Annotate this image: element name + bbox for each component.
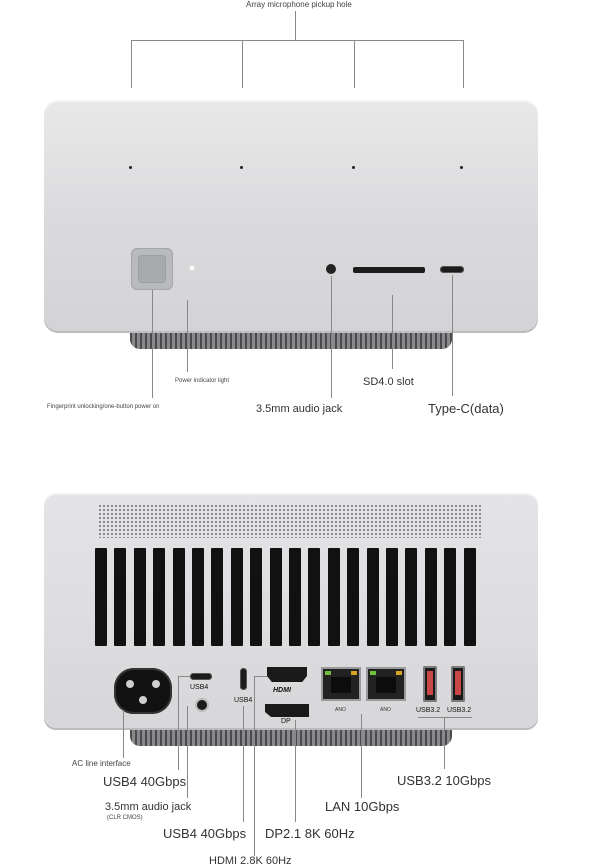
power-indicator-label: Power indicator light <box>175 378 230 384</box>
ac-label: AC line interface <box>72 759 131 768</box>
usb4-40-top-label: USB4 40Gbps <box>103 774 187 789</box>
mic-bracket-leg-1 <box>131 40 132 88</box>
rear-audio-callout-line <box>187 706 188 798</box>
dp-label: DP2.1 8K 60Hz <box>265 826 355 841</box>
vent-slat <box>250 548 263 646</box>
mic-bracket-leg-3 <box>354 40 355 88</box>
usb4-marking-b: USB4 <box>234 697 253 704</box>
usb4-port-b[interactable] <box>240 668 247 690</box>
vent-slat <box>192 548 204 646</box>
usb32-port-b[interactable] <box>451 666 465 702</box>
hdmi-port[interactable] <box>267 667 307 682</box>
usb32-label: USB3.2 10Gbps <box>397 773 491 788</box>
fingerprint-callout-line <box>152 290 153 398</box>
mic-pickup-label: Array microphone pickup hole <box>246 0 352 9</box>
vent-slat <box>269 548 282 646</box>
usb32-callout-line <box>444 717 445 769</box>
top-vent-mesh <box>98 504 482 538</box>
lan-port-b[interactable] <box>366 667 406 701</box>
mic-bracket-leg-2 <box>242 40 243 88</box>
dp-callout-line <box>295 720 296 822</box>
vent-slat <box>327 548 340 646</box>
lan-callout-line <box>361 714 362 798</box>
hdmi-label: HDMI 2.8K 60Hz <box>209 855 292 867</box>
usb4-bottom-callout-line <box>243 706 244 822</box>
usb4-top-callout-h <box>178 676 190 677</box>
power-led-callout-line <box>187 300 188 372</box>
back-device-foot <box>130 730 452 746</box>
power-indicator-led-icon <box>190 266 194 270</box>
vent-slat <box>424 548 437 646</box>
vent-slat <box>133 548 146 646</box>
mic-bracket-leg-4 <box>463 40 464 88</box>
usb4-top-callout-v <box>178 676 179 770</box>
front-audio-jack[interactable] <box>326 264 336 274</box>
ac-callout-line <box>123 710 124 758</box>
fingerprint-power-button[interactable] <box>131 248 173 290</box>
usb32-callout-bracket <box>418 717 472 718</box>
vent-slat <box>405 548 418 646</box>
type-c-callout-line <box>452 275 453 396</box>
vent-slat <box>172 548 185 646</box>
mic-hole-icon <box>240 166 243 169</box>
vent-slat <box>347 548 360 646</box>
vent-slat <box>153 548 166 646</box>
lan-label: LAN 10Gbps <box>325 799 400 814</box>
sd-slot-label: SD4.0 slot <box>363 376 414 388</box>
vent-slat <box>386 548 398 646</box>
usb32-marking-b: USB3.2 <box>447 707 472 714</box>
vent-slat <box>463 548 476 646</box>
front-audio-jack-label: 3.5mm audio jack <box>256 403 343 415</box>
audio-jack-callout-line <box>331 276 332 398</box>
rear-audio-label: 3.5mm audio jack <box>105 801 192 813</box>
front-device-body <box>44 100 538 333</box>
ac-power-inlet[interactable] <box>114 668 172 714</box>
mic-bracket-bar <box>131 40 464 41</box>
vent-slat <box>95 548 107 646</box>
usb4-40-bottom-label: USB4 40Gbps <box>163 826 247 841</box>
lan-marking-b: ANO <box>380 707 391 713</box>
mic-hole-icon <box>129 166 132 169</box>
dp-marking: DP <box>281 718 291 725</box>
rear-audio-jack[interactable] <box>197 700 207 710</box>
mic-hole-icon <box>352 166 355 169</box>
vent-slat <box>211 548 224 646</box>
vent-slat <box>289 548 301 646</box>
vent-slat <box>114 548 127 646</box>
usb4-port-a[interactable] <box>190 673 212 680</box>
vent-slat <box>366 548 379 646</box>
lan-marking-a: ANO <box>335 707 346 713</box>
usb32-port-a[interactable] <box>423 666 437 702</box>
type-c-label: Type-C(data) <box>428 401 504 416</box>
front-type-c-port[interactable] <box>440 266 464 273</box>
ac-pin-icon <box>126 680 134 688</box>
mic-bracket-stem <box>295 11 296 40</box>
sd-slot-callout-line <box>392 295 393 369</box>
mic-hole-icon <box>460 166 463 169</box>
ac-pin-icon <box>152 680 160 688</box>
usb4-marking-a: USB4 <box>190 684 209 691</box>
hdmi-callout-v <box>254 676 255 856</box>
usb32-marking-a: USB3.2 <box>416 707 441 714</box>
vent-slat <box>308 548 321 646</box>
fingerprint-label: Fingerprint unlocking/one-button power o… <box>47 404 160 410</box>
hdmi-callout-h <box>254 676 267 677</box>
vent-slat <box>230 548 243 646</box>
hdmi-marking: HDMI <box>273 687 291 694</box>
displayport-port[interactable] <box>265 704 309 717</box>
front-device-foot <box>130 333 452 349</box>
clr-cmos-label: (CLR CMOS) <box>107 815 143 821</box>
vent-slat <box>444 548 457 646</box>
sd-card-slot[interactable] <box>353 267 425 273</box>
ac-pin-icon <box>139 696 147 704</box>
lan-port-a[interactable] <box>321 667 361 701</box>
